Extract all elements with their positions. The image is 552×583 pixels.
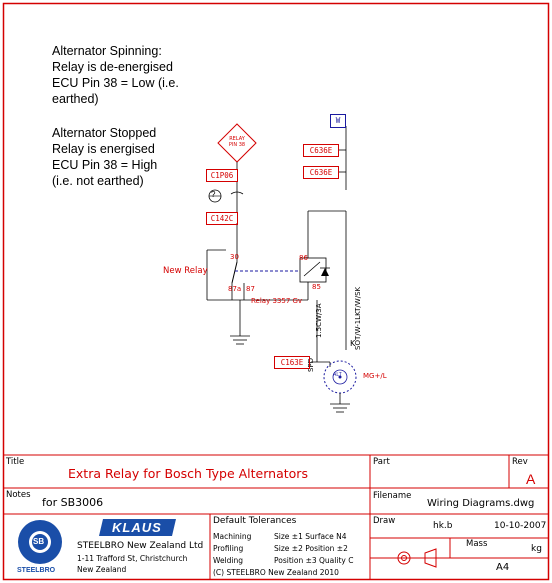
filename-label: Filename (373, 491, 412, 501)
notes-label: Notes (6, 490, 31, 500)
tol-row-value: Position ±3 Quality C (274, 556, 354, 565)
pin-87a-label: 87a (228, 285, 242, 293)
tol-row-label: Profiling (213, 544, 244, 553)
connector-box-bottom: C163E (274, 356, 310, 369)
pin-85-label: 85 (312, 283, 321, 291)
ground-icon (330, 403, 350, 413)
part-label: Part (373, 457, 390, 467)
notes-value: for SB3006 (42, 496, 104, 509)
company-address-1: 1-11 Trafford St, Christchurch (77, 554, 188, 563)
rev-label: Rev (512, 457, 528, 467)
tol-row-label: Welding (213, 556, 244, 565)
relay-part-label: Relay 3357 Gv (251, 297, 303, 305)
drawn-by: hk.b (433, 521, 453, 531)
alternator-label: ALT (333, 372, 342, 378)
relay-coil-contact (303, 261, 321, 277)
steelbro-mark: STEELBRO (17, 567, 56, 574)
title-label: Title (6, 457, 25, 467)
connector-top-label: W (330, 114, 346, 128)
alternator-tag: MG+/L (363, 372, 387, 380)
klaus-logo-text: KLAUS (112, 520, 162, 535)
connector-box-right-2: C636E (303, 166, 339, 179)
warning-diamond-label: RELAY PIN 38 (228, 136, 246, 148)
sb-emblem-logo (18, 520, 62, 564)
klaus-logo (99, 519, 176, 536)
filename-value: Wiring Diagrams.dwg (427, 498, 535, 509)
diode-icon (320, 267, 330, 276)
drawing-date: 10-10-2007 (494, 521, 547, 531)
tolerances-header: Default Tolerances (213, 516, 297, 526)
sheet-size: A4 (496, 562, 510, 573)
connector-circle-icon (208, 189, 222, 203)
copyright: (C) STEELBRO New Zealand 2010 (213, 568, 339, 577)
pin-87-label: 87 (246, 285, 255, 293)
new-relay-label: New Relay (163, 266, 208, 276)
connector-circle-label: ? (211, 190, 216, 199)
title-block-lines (3, 454, 549, 579)
tol-row-value: Size ±2 Position ±2 (274, 544, 348, 553)
mass-label: Mass (466, 539, 488, 549)
company-name: STEELBRO New Zealand Ltd (77, 541, 204, 551)
note-alternator-stopped: Alternator Stopped Relay is energised EC… (52, 126, 158, 188)
connector-box-right-1: C636E (303, 144, 339, 157)
tol-row-value: Size ±1 Surface N4 (274, 532, 347, 541)
connector-box-left-1: C1P06 (206, 169, 238, 182)
connector-box-left-2: C142C (206, 212, 238, 225)
pin-30-label: 30 (230, 253, 239, 261)
drawing-title: Extra Relay for Bosch Type Alternators (68, 466, 308, 481)
ground-icon (230, 335, 250, 345)
rev-value: A (526, 471, 536, 487)
mass-unit: kg (531, 544, 542, 554)
projection-symbol-icon (397, 548, 437, 568)
company-address-2: New Zealand (77, 565, 127, 574)
wire-label-2: SOT/W-1LKT/W/SK (354, 286, 362, 350)
pin-86-label: 86 (299, 254, 308, 262)
note-alternator-spinning: Alternator Spinning: Relay is de-energis… (52, 44, 179, 106)
sb-emblem-text: SB (33, 537, 45, 546)
draw-label: Draw (373, 516, 396, 526)
tol-row-label: Machining (213, 532, 252, 541)
wire-label-1: 1.5CW/3A (315, 303, 323, 338)
relay-switch-arm (231, 261, 238, 284)
wire-label-k: K (350, 339, 356, 348)
wire-splice-mark (230, 191, 244, 195)
